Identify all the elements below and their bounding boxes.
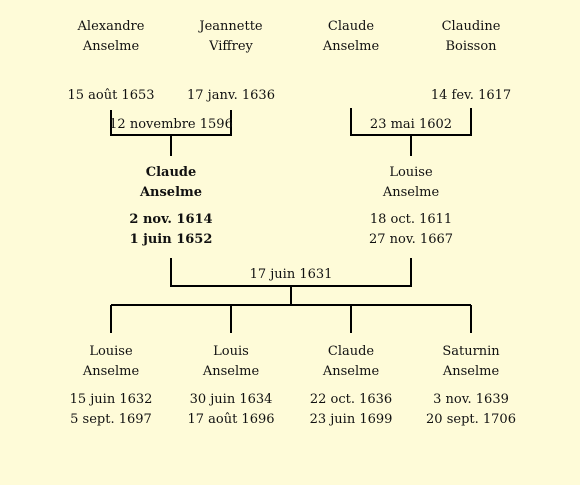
father-first-name: Claude bbox=[145, 165, 197, 180]
child-3-birth: 22 oct. 1636 bbox=[309, 392, 393, 407]
mother-first-name: Louise bbox=[389, 165, 433, 180]
child-4-death: 20 sept. 1706 bbox=[426, 412, 516, 427]
child-1-first-name: Louise bbox=[89, 344, 133, 359]
child-2-birth: 30 juin 1634 bbox=[189, 392, 273, 407]
father-death: 1 juin 1652 bbox=[129, 232, 213, 247]
grandparent-4-last-name: Boisson bbox=[445, 39, 497, 54]
grandparent-1-first-name: Alexandre bbox=[77, 19, 145, 34]
child-1-death: 5 sept. 1697 bbox=[70, 412, 152, 427]
child-2-last-name: Anselme bbox=[202, 364, 260, 379]
father-last-name: Anselme bbox=[139, 185, 203, 200]
paternal-marriage-date: 12 novembre 1596 bbox=[109, 117, 233, 132]
grandparent-4-birth: 14 fev. 1617 bbox=[430, 88, 512, 103]
child-1-last-name: Anselme bbox=[82, 364, 140, 379]
grandparent-3-last-name: Anselme bbox=[322, 39, 380, 54]
child-4-first-name: Saturnin bbox=[442, 344, 500, 359]
child-3-last-name: Anselme bbox=[322, 364, 380, 379]
mother-death: 27 nov. 1667 bbox=[368, 232, 454, 247]
maternal-marriage-date: 23 mai 1602 bbox=[369, 117, 453, 132]
child-4-birth: 3 nov. 1639 bbox=[433, 392, 509, 407]
parents-marriage-date: 17 juin 1631 bbox=[249, 267, 333, 282]
mother-last-name: Anselme bbox=[382, 185, 440, 200]
grandparent-4-first-name: Claudine bbox=[441, 19, 501, 34]
grandparent-1-birth: 15 août 1653 bbox=[67, 88, 155, 103]
grandparent-3-first-name: Claude bbox=[327, 19, 375, 34]
child-2-first-name: Louis bbox=[213, 344, 249, 359]
child-4-last-name: Anselme bbox=[442, 364, 500, 379]
mother-birth: 18 oct. 1611 bbox=[369, 212, 453, 227]
child-2-death: 17 août 1696 bbox=[187, 412, 275, 427]
child-3-death: 23 juin 1699 bbox=[309, 412, 393, 427]
child-1-birth: 15 juin 1632 bbox=[69, 392, 153, 407]
grandparent-2-first-name: Jeannette bbox=[199, 19, 263, 34]
grandparent-2-last-name: Viffrey bbox=[209, 39, 253, 54]
grandparent-2-birth: 17 janv. 1636 bbox=[187, 88, 275, 103]
child-3-first-name: Claude bbox=[327, 344, 375, 359]
father-birth: 2 nov. 1614 bbox=[129, 212, 213, 227]
grandparent-1-last-name: Anselme bbox=[82, 39, 140, 54]
